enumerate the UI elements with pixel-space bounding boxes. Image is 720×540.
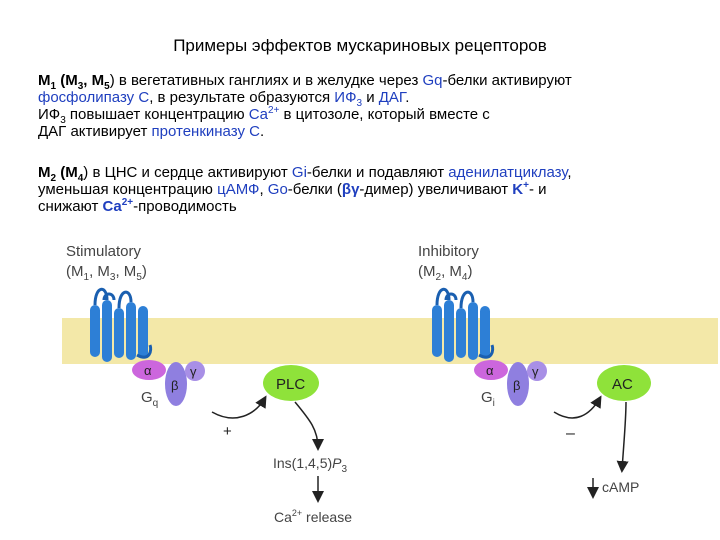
plc-term: фосфолипазу С	[38, 89, 150, 106]
ca-release-label: Ca2+ release	[274, 508, 352, 525]
gq-label: Gq	[141, 389, 158, 409]
camp-label: cAMP	[602, 479, 639, 495]
inhibitory-subtypes: (M2, M4)	[418, 263, 472, 283]
ac-label: AC	[612, 376, 633, 393]
text-segment: , в результате образуются	[149, 89, 335, 106]
plc-product-arrow	[294, 401, 324, 451]
stimulatory-subtypes: (M1, M3, M5)	[66, 263, 147, 283]
calcium-term-2: Ca2+	[102, 197, 134, 216]
alpha-label-q: α	[144, 363, 152, 378]
minus-sign: –	[566, 425, 575, 442]
gamma-label-q: γ	[190, 364, 197, 379]
alpha-label-i: α	[486, 363, 494, 378]
page-title: Примеры эффектов мускариновых рецепторов	[173, 36, 547, 55]
inhibition-arrow-ac	[553, 395, 602, 419]
gq-term: Gq	[422, 72, 443, 89]
paragraph-m1-m3-m5: M1 (M3, M5) в вегетативных ганглиях и в …	[38, 72, 572, 140]
go-term: Go	[267, 181, 288, 198]
gamma-subunit-q	[185, 361, 205, 381]
ac-term: аденилатциклазу	[448, 164, 568, 181]
cell-membrane	[62, 318, 718, 364]
m2-label: M2 (M4	[38, 164, 84, 184]
alpha-subunit-i	[474, 360, 508, 380]
gi-label: Gi	[481, 389, 495, 409]
beta-gamma-term: βγ	[341, 181, 360, 198]
potassium-term: K+	[512, 180, 529, 199]
dag-term-2: ДАГ	[38, 123, 67, 140]
ac-product-arrow	[616, 401, 629, 473]
m1-label: M1 (M3, M5	[38, 72, 110, 92]
beta-subunit-q	[165, 362, 187, 406]
camp-term: цАМФ	[217, 181, 260, 198]
stimulatory-heading: Stimulatory	[66, 243, 142, 260]
activation-arrow-plc	[211, 395, 267, 419]
text-segment: -белки активируют	[442, 72, 572, 89]
gamma-label-i: γ	[532, 364, 539, 379]
plc-enzyme	[263, 365, 319, 401]
beta-label-i: β	[513, 378, 520, 393]
paragraph-m2-m4: M2 (M4) в ЦНС и сердце активируют Gi-бел…	[38, 164, 572, 216]
text-segment: ) в вегетативных ганглиях и в желудке че…	[109, 72, 423, 89]
gi-term: Gi	[291, 164, 307, 181]
inhibitory-heading: Inhibitory	[418, 243, 479, 260]
plus-sign: +	[223, 423, 232, 440]
gamma-subunit-i	[527, 361, 547, 381]
dag-term: ДАГ	[378, 89, 406, 106]
beta-label-q: β	[171, 378, 178, 393]
ip3-term: ИФ3	[334, 89, 363, 109]
alpha-subunit-q	[132, 360, 166, 380]
ip3-term-2: ИФ3	[38, 106, 66, 126]
pkc-term: протенкиназу С	[151, 123, 260, 140]
receptor-inhibitory	[432, 287, 495, 362]
beta-subunit-i	[507, 362, 529, 406]
calcium-term: Ca2+	[248, 105, 280, 124]
text-segment: и	[362, 89, 379, 106]
ip3-product-label: Ins(1,4,5)P3	[273, 455, 347, 475]
receptor-stimulatory	[90, 287, 153, 362]
ac-enzyme	[597, 365, 651, 401]
plc-label: PLC	[276, 376, 305, 393]
